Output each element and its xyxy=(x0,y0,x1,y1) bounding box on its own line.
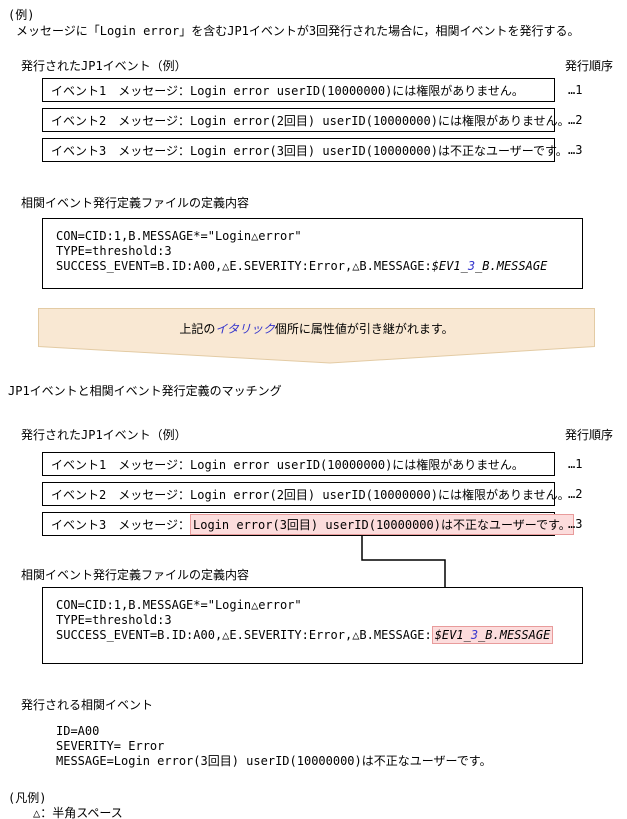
event1-message: Login error userID(10000000)には権限がありません。 xyxy=(190,83,524,98)
correlation-event-id: ID=A00 xyxy=(56,724,100,738)
definition-line3-prefix: SUCCESS_EVENT=B.ID:A00,△E.SEVERITY:Error… xyxy=(56,259,432,273)
event2-message: Login error(2回目) userID(10000000)には権限があり… xyxy=(190,487,570,502)
definition-line1: CON=CID:1,B.MESSAGE*="Login△error" xyxy=(56,598,302,612)
event2-prefix: イベント2 メッセージ： xyxy=(51,113,190,128)
event2-message: Login error(2回目) userID(10000000)には権限があり… xyxy=(190,113,570,128)
var-part1: $EV1_ xyxy=(434,628,471,642)
legend-item: △：半角スペース xyxy=(33,806,123,819)
note-banner-text: 上記のイタリック個所に属性値が引き継がれます。 xyxy=(38,320,595,337)
issue-order-heading: 発行順序 xyxy=(565,59,614,73)
event3-message: Login error(3回目) userID(10000000)は不正なユーザ… xyxy=(190,143,568,158)
event3-matched-message: Login error(3回目) userID(10000000)は不正なユーザ… xyxy=(190,513,574,535)
event-row: イベント3 メッセージ：Login error(3回目) userID(1000… xyxy=(42,512,582,536)
event3-box-2: イベント3 メッセージ：Login error(3回目) userID(1000… xyxy=(42,512,574,536)
definition-line1: CON=CID:1,B.MESSAGE*="Login△error" xyxy=(56,229,302,243)
legend-label: (凡例) xyxy=(8,791,47,805)
example-label: (例) xyxy=(8,8,35,22)
event-row: イベント2 メッセージ：Login error(2回目) userID(1000… xyxy=(42,108,582,132)
event3-prefix: イベント3 メッセージ： xyxy=(51,517,190,532)
issued-events-heading: 発行されたJP1イベント（例） xyxy=(21,59,187,73)
correlation-event-severity: SEVERITY= Error xyxy=(56,739,165,753)
event2-order: …2 xyxy=(568,487,583,501)
event-row: イベント2 メッセージ：Login error(2回目) userID(1000… xyxy=(42,482,582,506)
definition-heading: 相関イベント発行定義ファイルの定義内容 xyxy=(21,196,250,210)
definition-box: CON=CID:1,B.MESSAGE*="Login△error" TYPE=… xyxy=(42,218,583,289)
banner-text-before: 上記の xyxy=(179,322,216,336)
event-row: イベント1 メッセージ：Login error userID(10000000)… xyxy=(42,452,582,476)
definition-heading-2: 相関イベント発行定義ファイルの定義内容 xyxy=(21,568,250,582)
banner-shape xyxy=(38,308,595,364)
banner-text-after: 個所に属性値が引き継がれます。 xyxy=(274,322,454,336)
event2-box: イベント2 メッセージ：Login error(2回目) userID(1000… xyxy=(42,108,570,132)
definition-line2: TYPE=threshold:3 xyxy=(56,613,172,627)
event1-box-2: イベント1 メッセージ：Login error userID(10000000)… xyxy=(42,452,555,476)
event-row: イベント1 メッセージ：Login error userID(10000000)… xyxy=(42,78,582,102)
event1-order: …1 xyxy=(568,457,583,471)
matching-heading: JP1イベントと相関イベント発行定義のマッチング xyxy=(8,384,282,398)
event3-box: イベント3 メッセージ：Login error(3回目) userID(1000… xyxy=(42,138,568,162)
var-part1: $EV1_ xyxy=(431,259,468,273)
definition-line3-prefix: SUCCESS_EVENT=B.ID:A00,△E.SEVERITY:Error… xyxy=(56,628,432,642)
event3-order: …3 xyxy=(568,517,583,531)
correlation-event-heading: 発行される相関イベント xyxy=(21,698,154,712)
event3-prefix: イベント3 メッセージ： xyxy=(51,143,190,158)
event1-prefix: イベント1 メッセージ： xyxy=(51,457,190,472)
event-row: イベント3 メッセージ：Login error(3回目) userID(1000… xyxy=(42,138,582,162)
event3-order: …3 xyxy=(568,143,583,157)
correlation-event-body: ID=A00 SEVERITY= Error MESSAGE=Login err… xyxy=(56,724,492,769)
definition-line2: TYPE=threshold:3 xyxy=(56,244,172,258)
event1-order: …1 xyxy=(568,83,583,97)
var-part2: _B.MESSAGE xyxy=(478,628,551,642)
issue-order-heading-2: 発行順序 xyxy=(565,428,614,442)
var-part2: _B.MESSAGE xyxy=(475,259,548,273)
inherited-variable-highlighted: $EV1_3_B.MESSAGE xyxy=(431,626,554,644)
note-banner xyxy=(38,308,595,364)
inherited-variable: $EV1_3_B.MESSAGE xyxy=(432,259,548,273)
event1-prefix: イベント1 メッセージ： xyxy=(51,83,190,98)
italic-link[interactable]: イタリック xyxy=(215,322,275,336)
event2-order: …2 xyxy=(568,113,583,127)
definition-line3: SUCCESS_EVENT=B.ID:A00,△E.SEVERITY:Error… xyxy=(56,259,582,274)
event1-box: イベント1 メッセージ：Login error userID(10000000)… xyxy=(42,78,555,102)
definition-line3: SUCCESS_EVENT=B.ID:A00,△E.SEVERITY:Error… xyxy=(56,626,582,644)
definition-box-2: CON=CID:1,B.MESSAGE*="Login△error" TYPE=… xyxy=(42,587,583,664)
example-description: メッセージに「Login error」を含むJP1イベントが3回発行された場合に… xyxy=(16,24,580,38)
event2-prefix: イベント2 メッセージ： xyxy=(51,487,190,502)
issued-events-heading-2: 発行されたJP1イベント（例） xyxy=(21,428,187,442)
event2-box-2: イベント2 メッセージ：Login error(2回目) userID(1000… xyxy=(42,482,570,506)
var-count-ref: 3 xyxy=(470,628,479,642)
event1-message: Login error userID(10000000)には権限がありません。 xyxy=(190,457,524,472)
correlation-event-message: MESSAGE=Login error(3回目) userID(10000000… xyxy=(56,754,492,768)
var-count-ref: 3 xyxy=(467,259,476,273)
